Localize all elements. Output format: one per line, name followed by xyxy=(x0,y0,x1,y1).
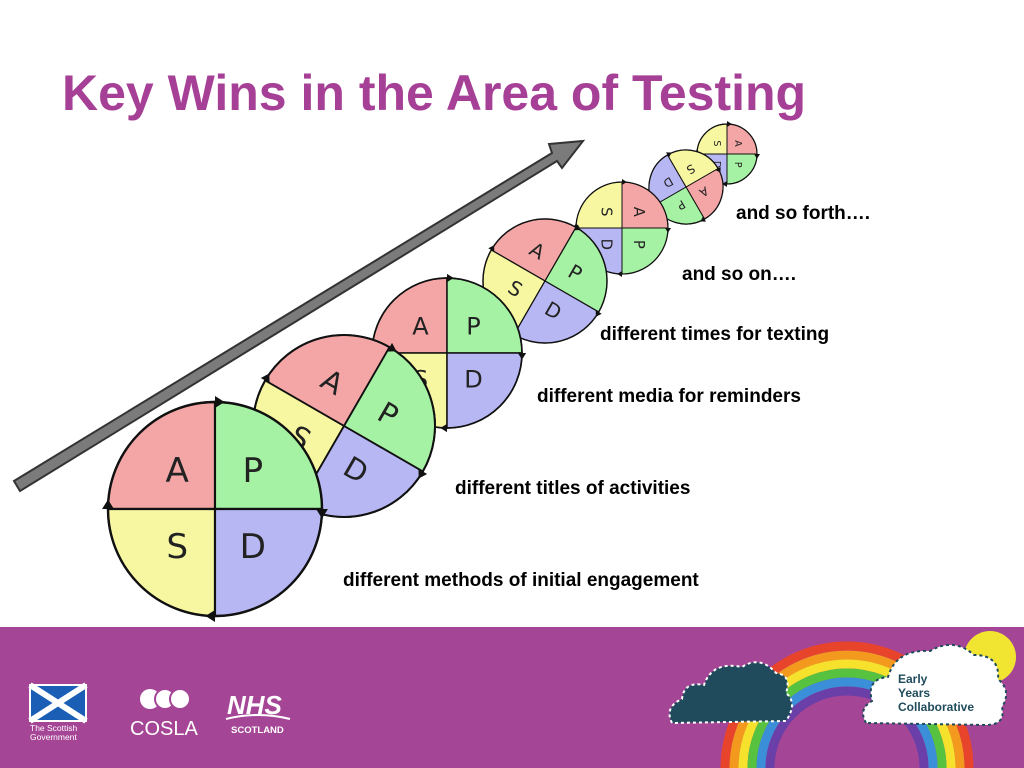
cycle-arrowhead xyxy=(622,179,627,185)
scotgov-line-2: Government xyxy=(30,732,77,742)
eyc-line-1: Early xyxy=(898,672,928,686)
scotgov-line-1: The Scottish xyxy=(30,723,78,733)
quadrant-letter-act: A xyxy=(412,312,429,340)
page-title: Key Wins in the Area of Testing xyxy=(62,65,807,121)
pdsa-ramp-diagram: APSDAPSDAPSDAPSDAPSDAPSDAPSD xyxy=(12,121,760,622)
dark-cloud-icon xyxy=(668,661,793,725)
quadrant-letter-plan: P xyxy=(630,240,647,249)
cycle-arrowhead xyxy=(715,167,721,173)
cycle-arrowhead xyxy=(418,468,428,479)
cycle-arrowhead xyxy=(440,423,447,433)
quadrant-letter-act: A xyxy=(165,451,189,491)
label-titles-of-activities: different titles of activities xyxy=(455,478,691,499)
cycle-arrowhead xyxy=(316,509,328,519)
quadrant-letter-study: S xyxy=(711,140,722,146)
improvement-arrow xyxy=(12,139,586,493)
cycle-arrowhead xyxy=(447,273,454,283)
label-media-for-reminders: different media for reminders xyxy=(537,386,801,407)
cycle-arrowhead xyxy=(754,154,760,159)
pdsa-cycle: A P S D xyxy=(102,396,328,622)
quadrant-study xyxy=(575,181,623,229)
label-times-for-texting: different times for texting xyxy=(600,324,830,345)
quadrant-letter-act: A xyxy=(732,140,743,147)
early-years-collaborative-logo: Early Years Collaborative xyxy=(862,644,1008,727)
cycle-arrowhead xyxy=(488,245,495,252)
cosla-logo: COSLA xyxy=(130,688,198,740)
cosla-text: COSLA xyxy=(130,718,198,740)
label-and-so-forth: and so forth…. xyxy=(736,203,871,224)
quadrant-letter-do: D xyxy=(464,366,482,394)
quadrant-do xyxy=(213,507,324,618)
quadrant-letter-study: S xyxy=(166,527,188,567)
cycle-arrowhead xyxy=(700,216,706,222)
quadrant-plan xyxy=(621,227,669,275)
quadrant-letter-do: D xyxy=(711,161,722,168)
footer-graphics: The Scottish Government COSLA NHS SCOTLA… xyxy=(28,631,1016,768)
cycle-arrowhead xyxy=(386,342,397,352)
nhs-region-text: SCOTLAND xyxy=(231,725,284,736)
quadrant-letter-plan: P xyxy=(732,162,743,168)
cycle-arrowhead xyxy=(260,373,270,384)
quadrant-letter-act: A xyxy=(630,207,647,217)
cycle-arrowhead xyxy=(666,152,672,158)
quadrant-letter-plan: P xyxy=(466,312,480,340)
quadrant-letter-plan: P xyxy=(243,451,264,491)
quadrant-letter-do: D xyxy=(240,527,266,567)
quadrant-letter-study: S xyxy=(597,207,614,216)
quadrant-do xyxy=(446,352,523,429)
cycle-arrowhead xyxy=(727,121,732,127)
scottish-government-logo: The Scottish Government xyxy=(28,682,88,742)
quadrant-act xyxy=(371,277,448,354)
cycle-arrowhead xyxy=(205,610,215,622)
quadrant-letter-do: D xyxy=(597,239,614,250)
quadrant-study xyxy=(106,507,217,618)
cycle-arrowhead xyxy=(595,310,602,317)
footer-band: The Scottish Government COSLA NHS SCOTLA… xyxy=(0,627,1024,768)
label-methods-of-engagement: different methods of initial engagement xyxy=(343,570,699,591)
eyc-line-3: Collaborative xyxy=(898,700,974,714)
label-and-so-on: and so on…. xyxy=(682,264,796,285)
cycle-arrowhead xyxy=(722,181,727,187)
cycle-arrowhead xyxy=(617,271,622,277)
cycle-arrowhead xyxy=(102,499,114,509)
cycle-arrowhead xyxy=(517,353,527,360)
cycle-arrowhead xyxy=(665,228,671,233)
cycle-arrowhead xyxy=(574,224,581,231)
nhs-scotland-logo: NHS SCOTLAND xyxy=(225,690,291,736)
eyc-line-2: Years xyxy=(898,686,930,700)
cycle-arrowhead xyxy=(215,396,225,408)
